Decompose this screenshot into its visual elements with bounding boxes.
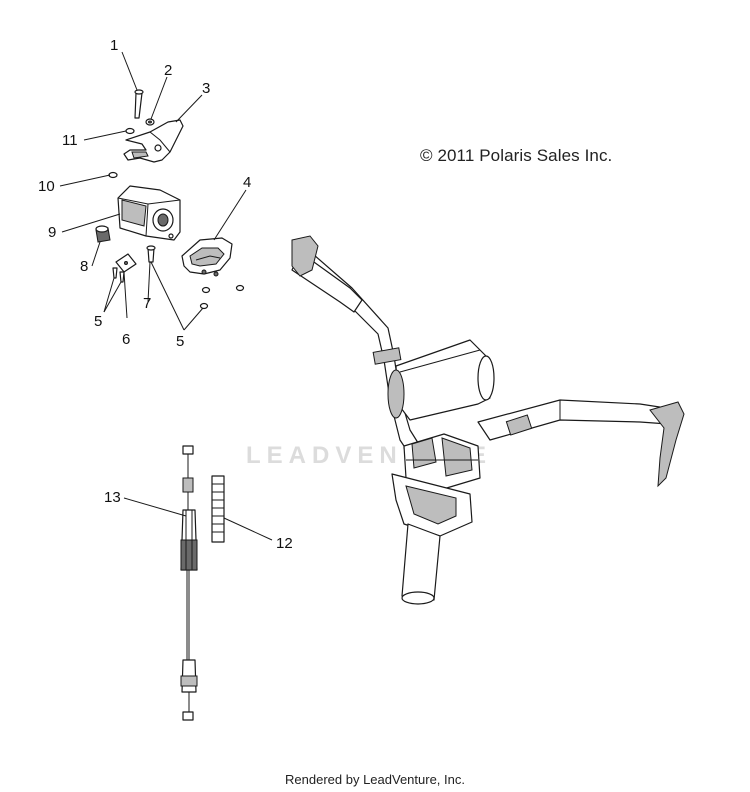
- callout-5-right: 5: [176, 333, 184, 350]
- part-12-sleeve: [211, 475, 225, 543]
- callout-12: 12: [276, 535, 293, 552]
- part-4-cover: [181, 237, 233, 277]
- callout-6: 6: [122, 331, 130, 348]
- part-2-nut: [145, 118, 155, 126]
- part-10-screw: [108, 171, 118, 179]
- callout-3: 3: [202, 80, 210, 97]
- handlebar-assembly: [291, 235, 685, 605]
- callout-9: 9: [48, 224, 56, 241]
- part-13-throttle-cable: [180, 445, 198, 721]
- copyright-notice: © 2011 Polaris Sales Inc.: [420, 146, 613, 165]
- callout-1: 1: [110, 37, 118, 54]
- callout-10: 10: [38, 178, 55, 195]
- part-3-bracket: [123, 119, 184, 163]
- callout-11: 11: [62, 132, 78, 149]
- callout-2: 2: [164, 62, 172, 79]
- footer-credit: Rendered by LeadVenture, Inc.: [285, 772, 465, 787]
- part-6-plate: [115, 253, 137, 273]
- part-1-pin: [134, 89, 144, 119]
- callout-7: 7: [143, 295, 151, 312]
- leader-lines: [59, 51, 273, 541]
- part-8-bushing: [95, 225, 111, 243]
- callout-13: 13: [104, 489, 121, 506]
- part-9-housing: [117, 185, 181, 241]
- callout-8: 8: [80, 258, 88, 275]
- part-11-washer: [125, 127, 135, 135]
- callout-4: 4: [243, 174, 251, 191]
- part-7-screw: [146, 245, 156, 263]
- part-5-screws-right: [199, 284, 245, 310]
- callout-5-left: 5: [94, 313, 102, 330]
- part-5-screws-left: [112, 267, 125, 283]
